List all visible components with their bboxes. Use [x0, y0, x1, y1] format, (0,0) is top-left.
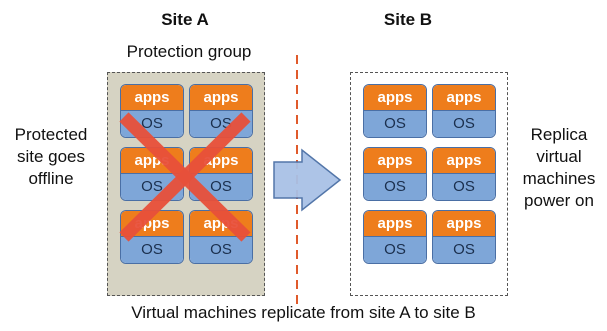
vm-apps-label: apps	[190, 85, 252, 110]
vm-os-label: OS	[364, 173, 426, 200]
replica-line-2: virtual	[536, 147, 582, 166]
protected-site-line-1: Protected	[14, 125, 88, 144]
replica-line-3: machines	[522, 169, 596, 188]
vm-apps-label: apps	[364, 148, 426, 173]
vm-apps-label: apps	[364, 85, 426, 110]
site-b-title: Site B	[383, 10, 433, 29]
replicate-arrow-icon	[273, 148, 342, 212]
protected-site-line-3: offline	[28, 169, 74, 188]
vm-os-label: OS	[364, 110, 426, 137]
replica-line-1: Replica	[530, 125, 588, 144]
diagram-caption: Virtual machines replicate from site A t…	[131, 303, 476, 322]
vm-os-label: OS	[433, 236, 495, 263]
offline-cross-icon	[119, 112, 251, 242]
protected-site-line-2: site goes	[16, 147, 86, 166]
vm-os-label: OS	[433, 173, 495, 200]
vm-os-label: OS	[121, 236, 183, 263]
replica-line-4: power on	[524, 191, 594, 210]
vm-apps-label: apps	[433, 85, 495, 110]
vm-apps-label: apps	[121, 85, 183, 110]
vm-os-label: OS	[433, 110, 495, 137]
protection-group-label: Protection group	[126, 42, 252, 61]
vm-apps-label: apps	[433, 148, 495, 173]
vm-apps-label: apps	[364, 211, 426, 236]
vm-os-label: OS	[364, 236, 426, 263]
protected-site-text: Protected site goes offline	[2, 124, 100, 190]
site-a-title: Site A	[161, 10, 209, 29]
vm-apps-label: apps	[433, 211, 495, 236]
replica-text: Replica virtual machines power on	[513, 124, 605, 212]
